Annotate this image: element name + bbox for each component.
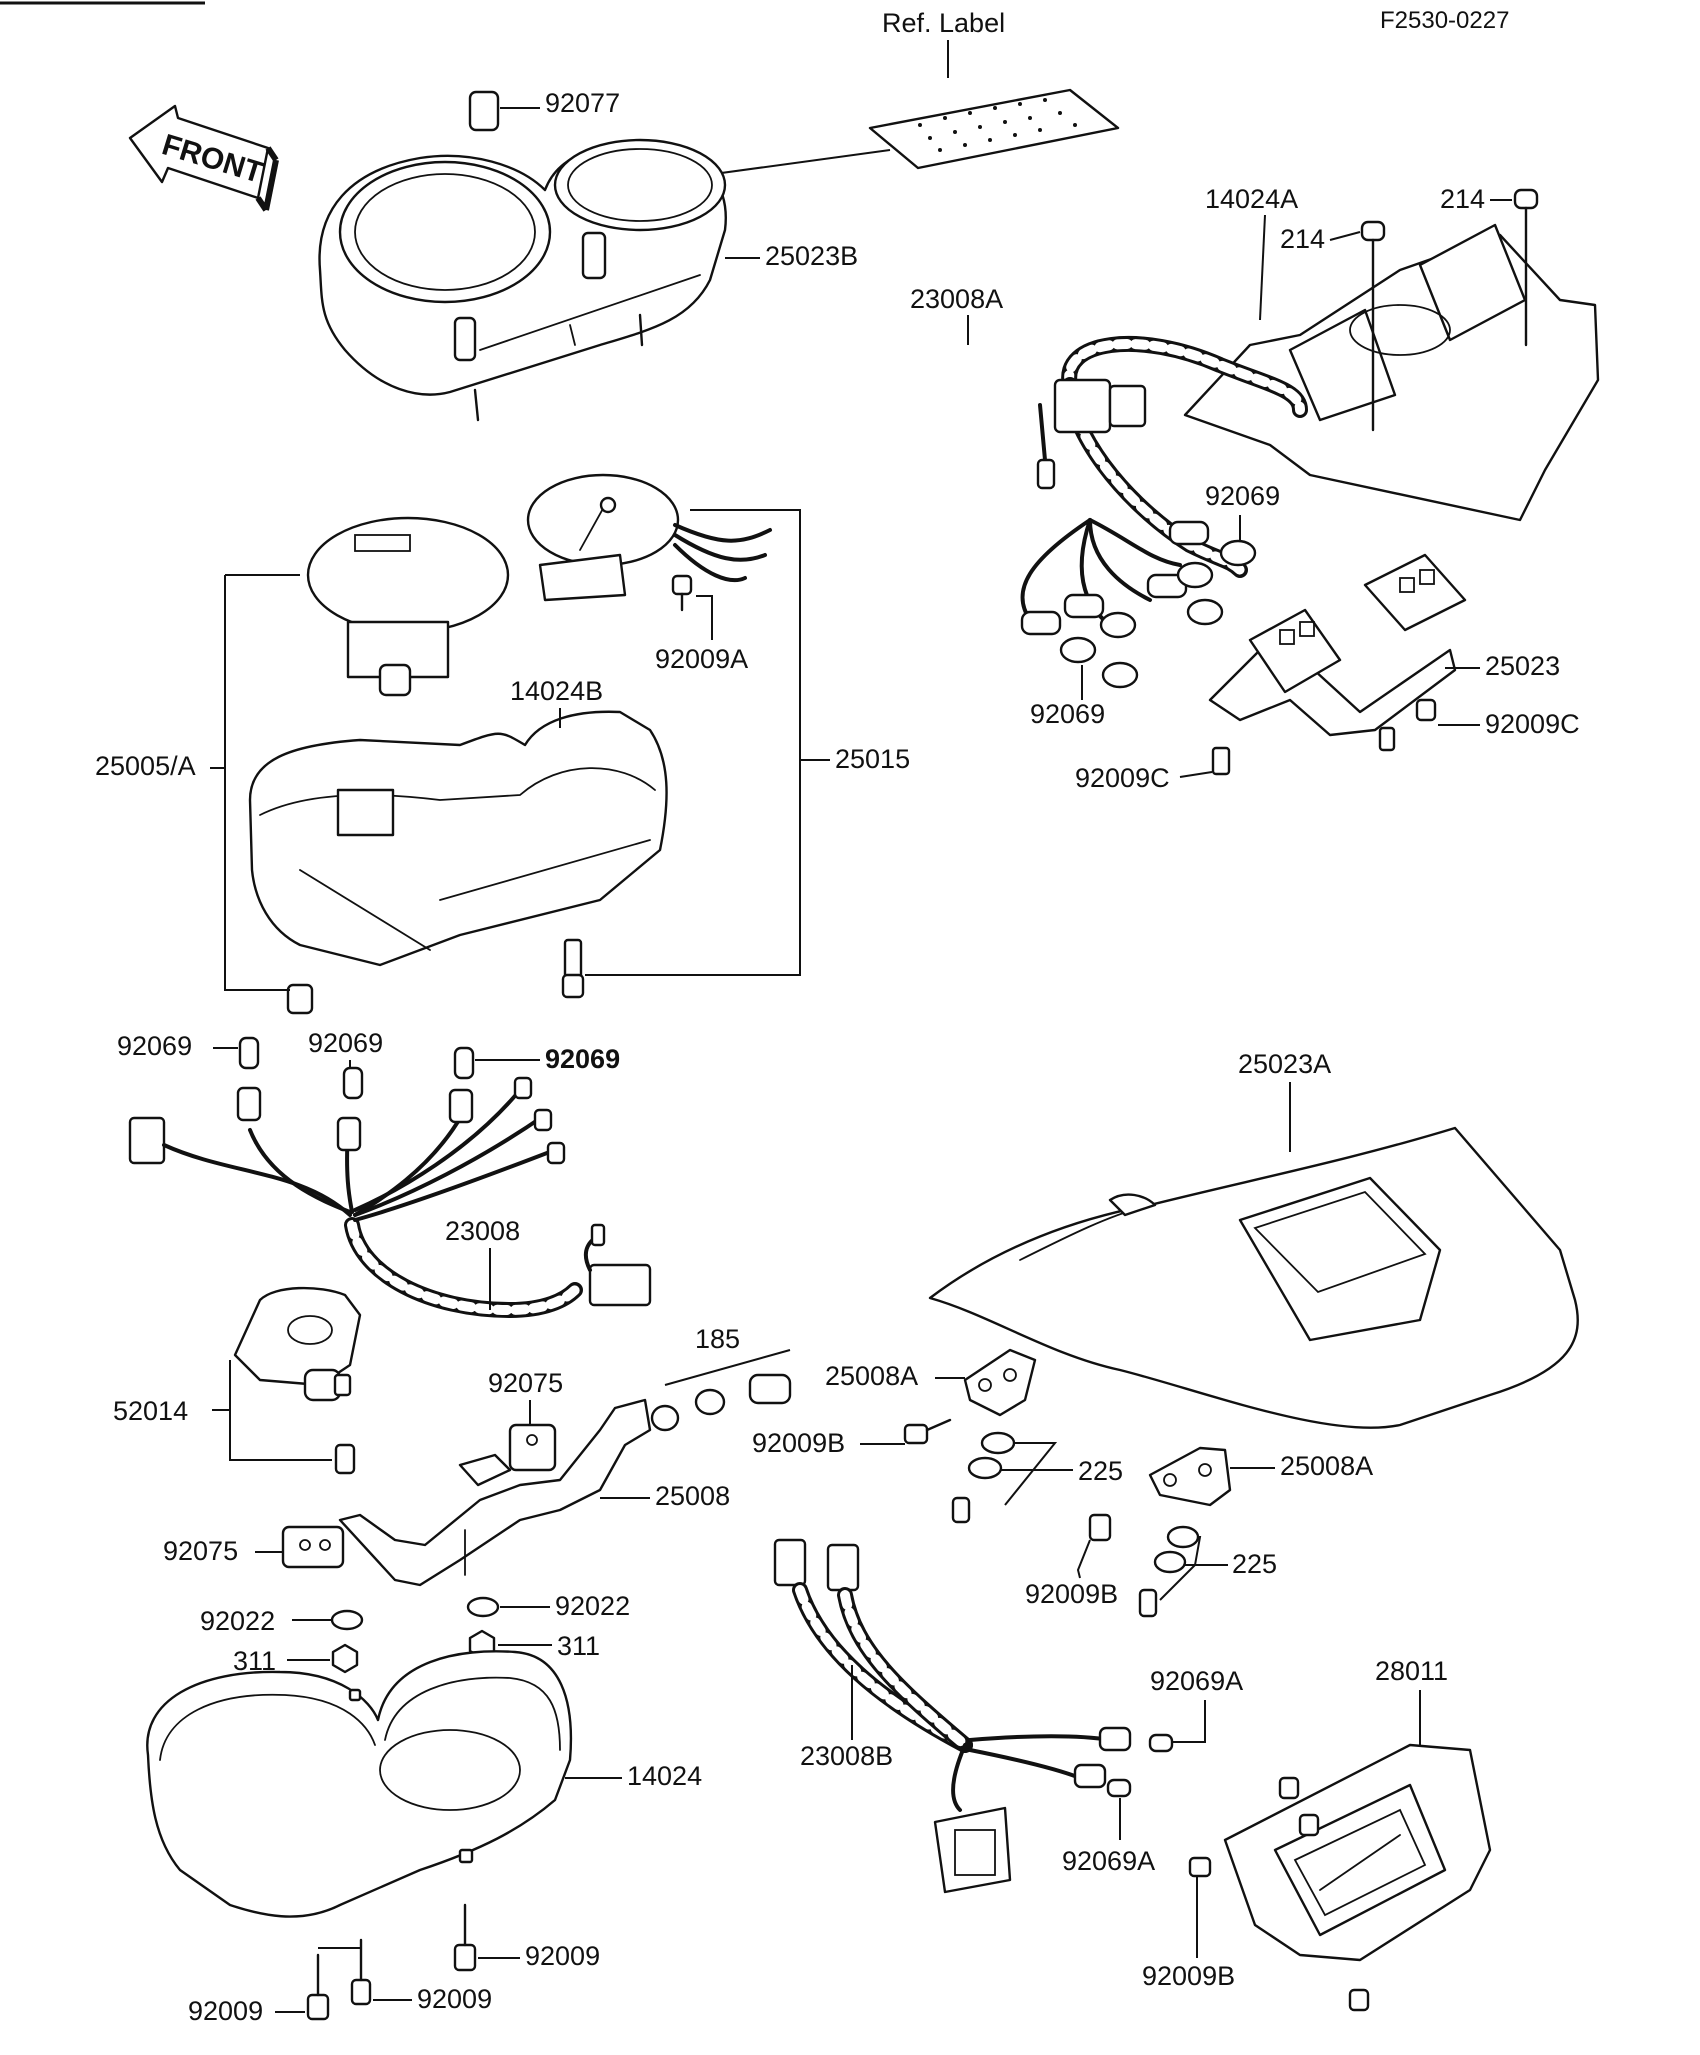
label-92009B-a: 92009B <box>752 1428 845 1458</box>
label-214-a: 214 <box>1280 224 1325 254</box>
label-52014: 52014 <box>113 1396 188 1426</box>
label-92069-top-b: 92069 <box>1030 699 1105 729</box>
label-92069-mid-a: 92069 <box>117 1031 192 1061</box>
cowl-25023A <box>928 1126 1579 1429</box>
meter-case-14024 <box>146 1650 573 1918</box>
ref-label-text: Ref. Label <box>882 8 1005 38</box>
screw-92009A <box>671 574 693 612</box>
ref-label-sticker <box>868 88 1120 170</box>
front-arrow-icon: FRONT <box>128 104 279 212</box>
washer-92022 <box>330 1596 500 1631</box>
label-92075-b: 92075 <box>163 1536 238 1566</box>
label-92069A-b: 92069A <box>1062 1846 1155 1876</box>
bracket-25008A-lower <box>1148 1446 1232 1507</box>
label-92069A-a: 92069A <box>1150 1666 1243 1696</box>
label-25008A-b: 25008A <box>1280 1451 1373 1481</box>
bracket-25008A-upper <box>963 1348 1037 1417</box>
label-92009-a: 92009 <box>525 1941 600 1971</box>
screw-92009C <box>1211 698 1437 776</box>
label-92022-b: 92022 <box>555 1591 630 1621</box>
label-214-b: 214 <box>1440 184 1485 214</box>
label-92009A: 92009A <box>655 644 748 674</box>
label-92009C-b: 92009C <box>1075 763 1170 793</box>
label-92077: 92077 <box>545 88 620 118</box>
label-225-b: 225 <box>1232 1549 1277 1579</box>
switch-52014 <box>233 1286 362 1475</box>
label-92009-c: 92009 <box>188 1996 263 2026</box>
tachometer <box>526 473 772 602</box>
label-23008B: 23008B <box>800 1741 893 1771</box>
label-14024A: 14024A <box>1205 184 1298 214</box>
screw-92009 <box>306 1903 477 2021</box>
label-311-b: 311 <box>557 1631 600 1661</box>
meter-cover-25023B <box>318 138 727 422</box>
label-25015: 25015 <box>835 744 910 774</box>
label-92069-top-a: 92069 <box>1205 481 1280 511</box>
label-25005A: 25005/A <box>95 751 196 781</box>
label-92009B-b: 92009B <box>1025 1579 1118 1609</box>
label-14024B: 14024B <box>510 676 603 706</box>
label-92009B-c: 92009B <box>1142 1961 1235 1991</box>
label-28011: 28011 <box>1375 1656 1448 1686</box>
label-23008: 23008 <box>445 1216 520 1246</box>
label-25008: 25008 <box>655 1481 730 1511</box>
harness-23008B <box>773 1538 1132 1894</box>
label-25008A-a: 25008A <box>825 1361 918 1391</box>
indicator-25023 <box>1208 553 1467 737</box>
bulbs-92069-mid <box>238 1036 566 1165</box>
screw-92009B-mid <box>1088 1513 1112 1542</box>
label-14024: 14024 <box>627 1761 702 1791</box>
harness-23008 <box>128 1086 652 1319</box>
label-25023B: 25023B <box>765 241 858 271</box>
label-185: 185 <box>695 1324 740 1354</box>
label-92009-b: 92009 <box>417 1984 492 2014</box>
screw-92009B-upper <box>903 1418 952 1445</box>
speedometer <box>306 516 510 697</box>
label-92069-mid-b: 92069 <box>308 1028 383 1058</box>
washer-225-upper <box>951 1431 1016 1524</box>
bulbs-92069-top <box>1059 539 1257 689</box>
bracket-25008 <box>338 1398 652 1587</box>
screw-214 <box>1360 188 1539 432</box>
label-92069-mid-c: 92069 <box>545 1044 620 1074</box>
figure-code: F2530-0227 <box>1380 7 1509 34</box>
label-25023: 25023 <box>1485 651 1560 681</box>
meter-case-14024B <box>248 710 668 1015</box>
label-92075-a: 92075 <box>488 1368 563 1398</box>
knob-92077 <box>453 90 607 362</box>
clamp-92075 <box>281 1423 557 1569</box>
label-92009C-a: 92009C <box>1485 709 1580 739</box>
label-225-a: 225 <box>1078 1456 1123 1486</box>
fuel-meter-28011 <box>1188 1743 1492 2012</box>
cover-14024A <box>1183 223 1600 522</box>
label-23008A: 23008A <box>910 284 1003 314</box>
label-25023A: 25023A <box>1238 1049 1331 1079</box>
label-92022-a: 92022 <box>200 1606 275 1636</box>
bolt-185 <box>650 1373 792 1432</box>
